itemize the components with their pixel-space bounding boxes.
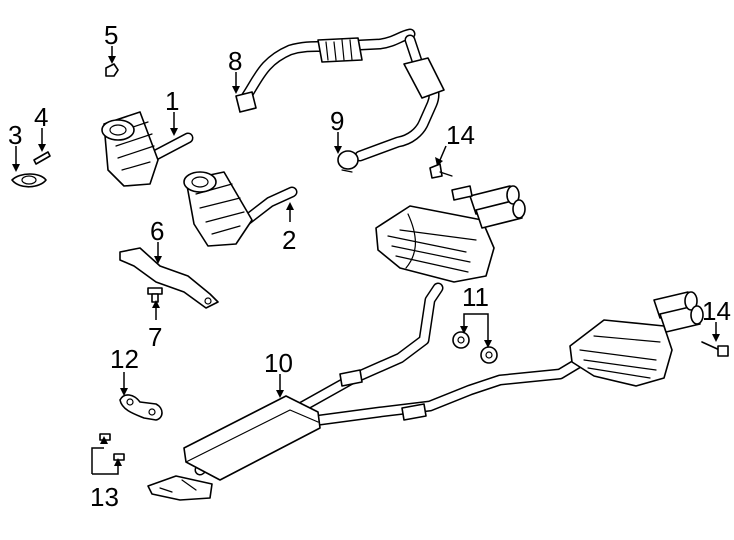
callout-14-upper: 14	[446, 120, 475, 150]
catalytic-converter-part-2[interactable]	[183, 171, 298, 247]
muffler-left[interactable]	[375, 185, 526, 283]
callout-13: 13	[90, 482, 119, 512]
leader-lines	[12, 46, 720, 475]
muffler-right[interactable]	[569, 291, 704, 387]
hanger-part-12[interactable]	[119, 394, 163, 421]
callout-6: 6	[150, 216, 164, 246]
callout-11: 11	[462, 282, 489, 312]
insulators-part-11[interactable]	[452, 331, 498, 364]
callout-4: 4	[34, 102, 48, 132]
bolt-part-14-upper[interactable]	[429, 163, 453, 179]
callout-12: 12	[110, 344, 139, 374]
callout-5: 5	[104, 20, 118, 50]
callout-3: 3	[8, 120, 22, 150]
nut-part-5[interactable]	[105, 63, 119, 77]
callout-14-right: 14	[702, 296, 731, 326]
front-pipe-part-8[interactable]	[235, 28, 445, 162]
stud-part-4[interactable]	[33, 151, 51, 165]
bolts-part-13[interactable]	[99, 433, 125, 461]
callout-8: 8	[228, 46, 242, 76]
catalytic-converter-part-1[interactable]	[101, 111, 194, 187]
callout-9: 9	[330, 106, 344, 136]
callout-1: 1	[165, 86, 179, 116]
callout-2: 2	[282, 225, 296, 255]
callout-labels: 1 2 3 4 5 6 7 8 9 10 11 12 13 14 14	[8, 20, 731, 512]
resonator-pipe-part-10[interactable]	[147, 282, 586, 501]
bracket-part-6[interactable]	[119, 247, 219, 309]
callout-7: 7	[148, 322, 162, 352]
clamp-part-9[interactable]	[337, 150, 359, 173]
bolt-part-7[interactable]	[147, 287, 163, 303]
bolt-part-14-right[interactable]	[701, 341, 729, 357]
callout-10: 10	[264, 348, 293, 378]
gasket-part-3[interactable]	[11, 173, 47, 188]
